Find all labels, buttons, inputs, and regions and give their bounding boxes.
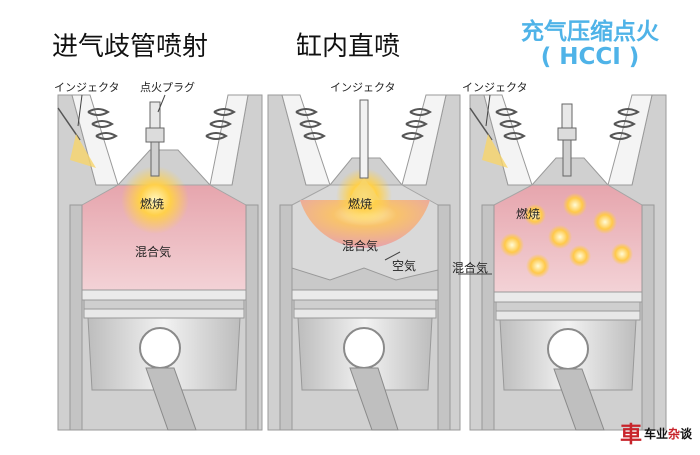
flame-burst-icon <box>500 193 633 278</box>
watermark-mark: 車 <box>619 423 642 448</box>
panel2-engine <box>267 94 461 431</box>
panel1-combustion-label: 燃焼 <box>140 197 165 211</box>
panel1-engine <box>57 94 263 431</box>
panel3-title: 充气压缩点火 <box>521 19 659 45</box>
watermark-text-c: 谈 <box>679 426 692 441</box>
panel2-title: 缸内直喷 <box>296 32 401 62</box>
panel1-title: 进气歧管喷射 <box>52 32 209 62</box>
injector-icon <box>57 107 96 168</box>
watermark-text-a: 车业 <box>643 426 668 441</box>
panel3-injector-label: インジェクタ <box>462 81 528 94</box>
panel2-injector-label: インジェクタ <box>330 81 396 94</box>
watermark-text-b: 杂 <box>667 426 680 441</box>
panel1-mixture-label: 混合気 <box>135 245 172 259</box>
spark-plug-icon <box>145 101 165 177</box>
panel2-air-label: 空気 <box>392 259 417 273</box>
panel3-subtitle: ( HCCI ) <box>540 44 640 70</box>
injector-icon <box>469 107 508 168</box>
panel1-injector-label: インジェクタ <box>54 81 120 94</box>
injector-icon <box>348 99 380 200</box>
panel3-mixture-label: 混合気 <box>452 261 489 275</box>
panel2-combustion-label: 燃焼 <box>348 197 373 211</box>
panel3-engine <box>458 94 667 431</box>
panel3-combustion-label: 燃焼 <box>516 207 541 221</box>
panel1-plug-label: 点火プラグ <box>140 81 195 94</box>
watermark-logo: 車 车业 杂 谈 <box>620 417 692 449</box>
spark-plug-icon <box>557 103 577 177</box>
panel2-mixture-label: 混合気 <box>342 239 379 253</box>
